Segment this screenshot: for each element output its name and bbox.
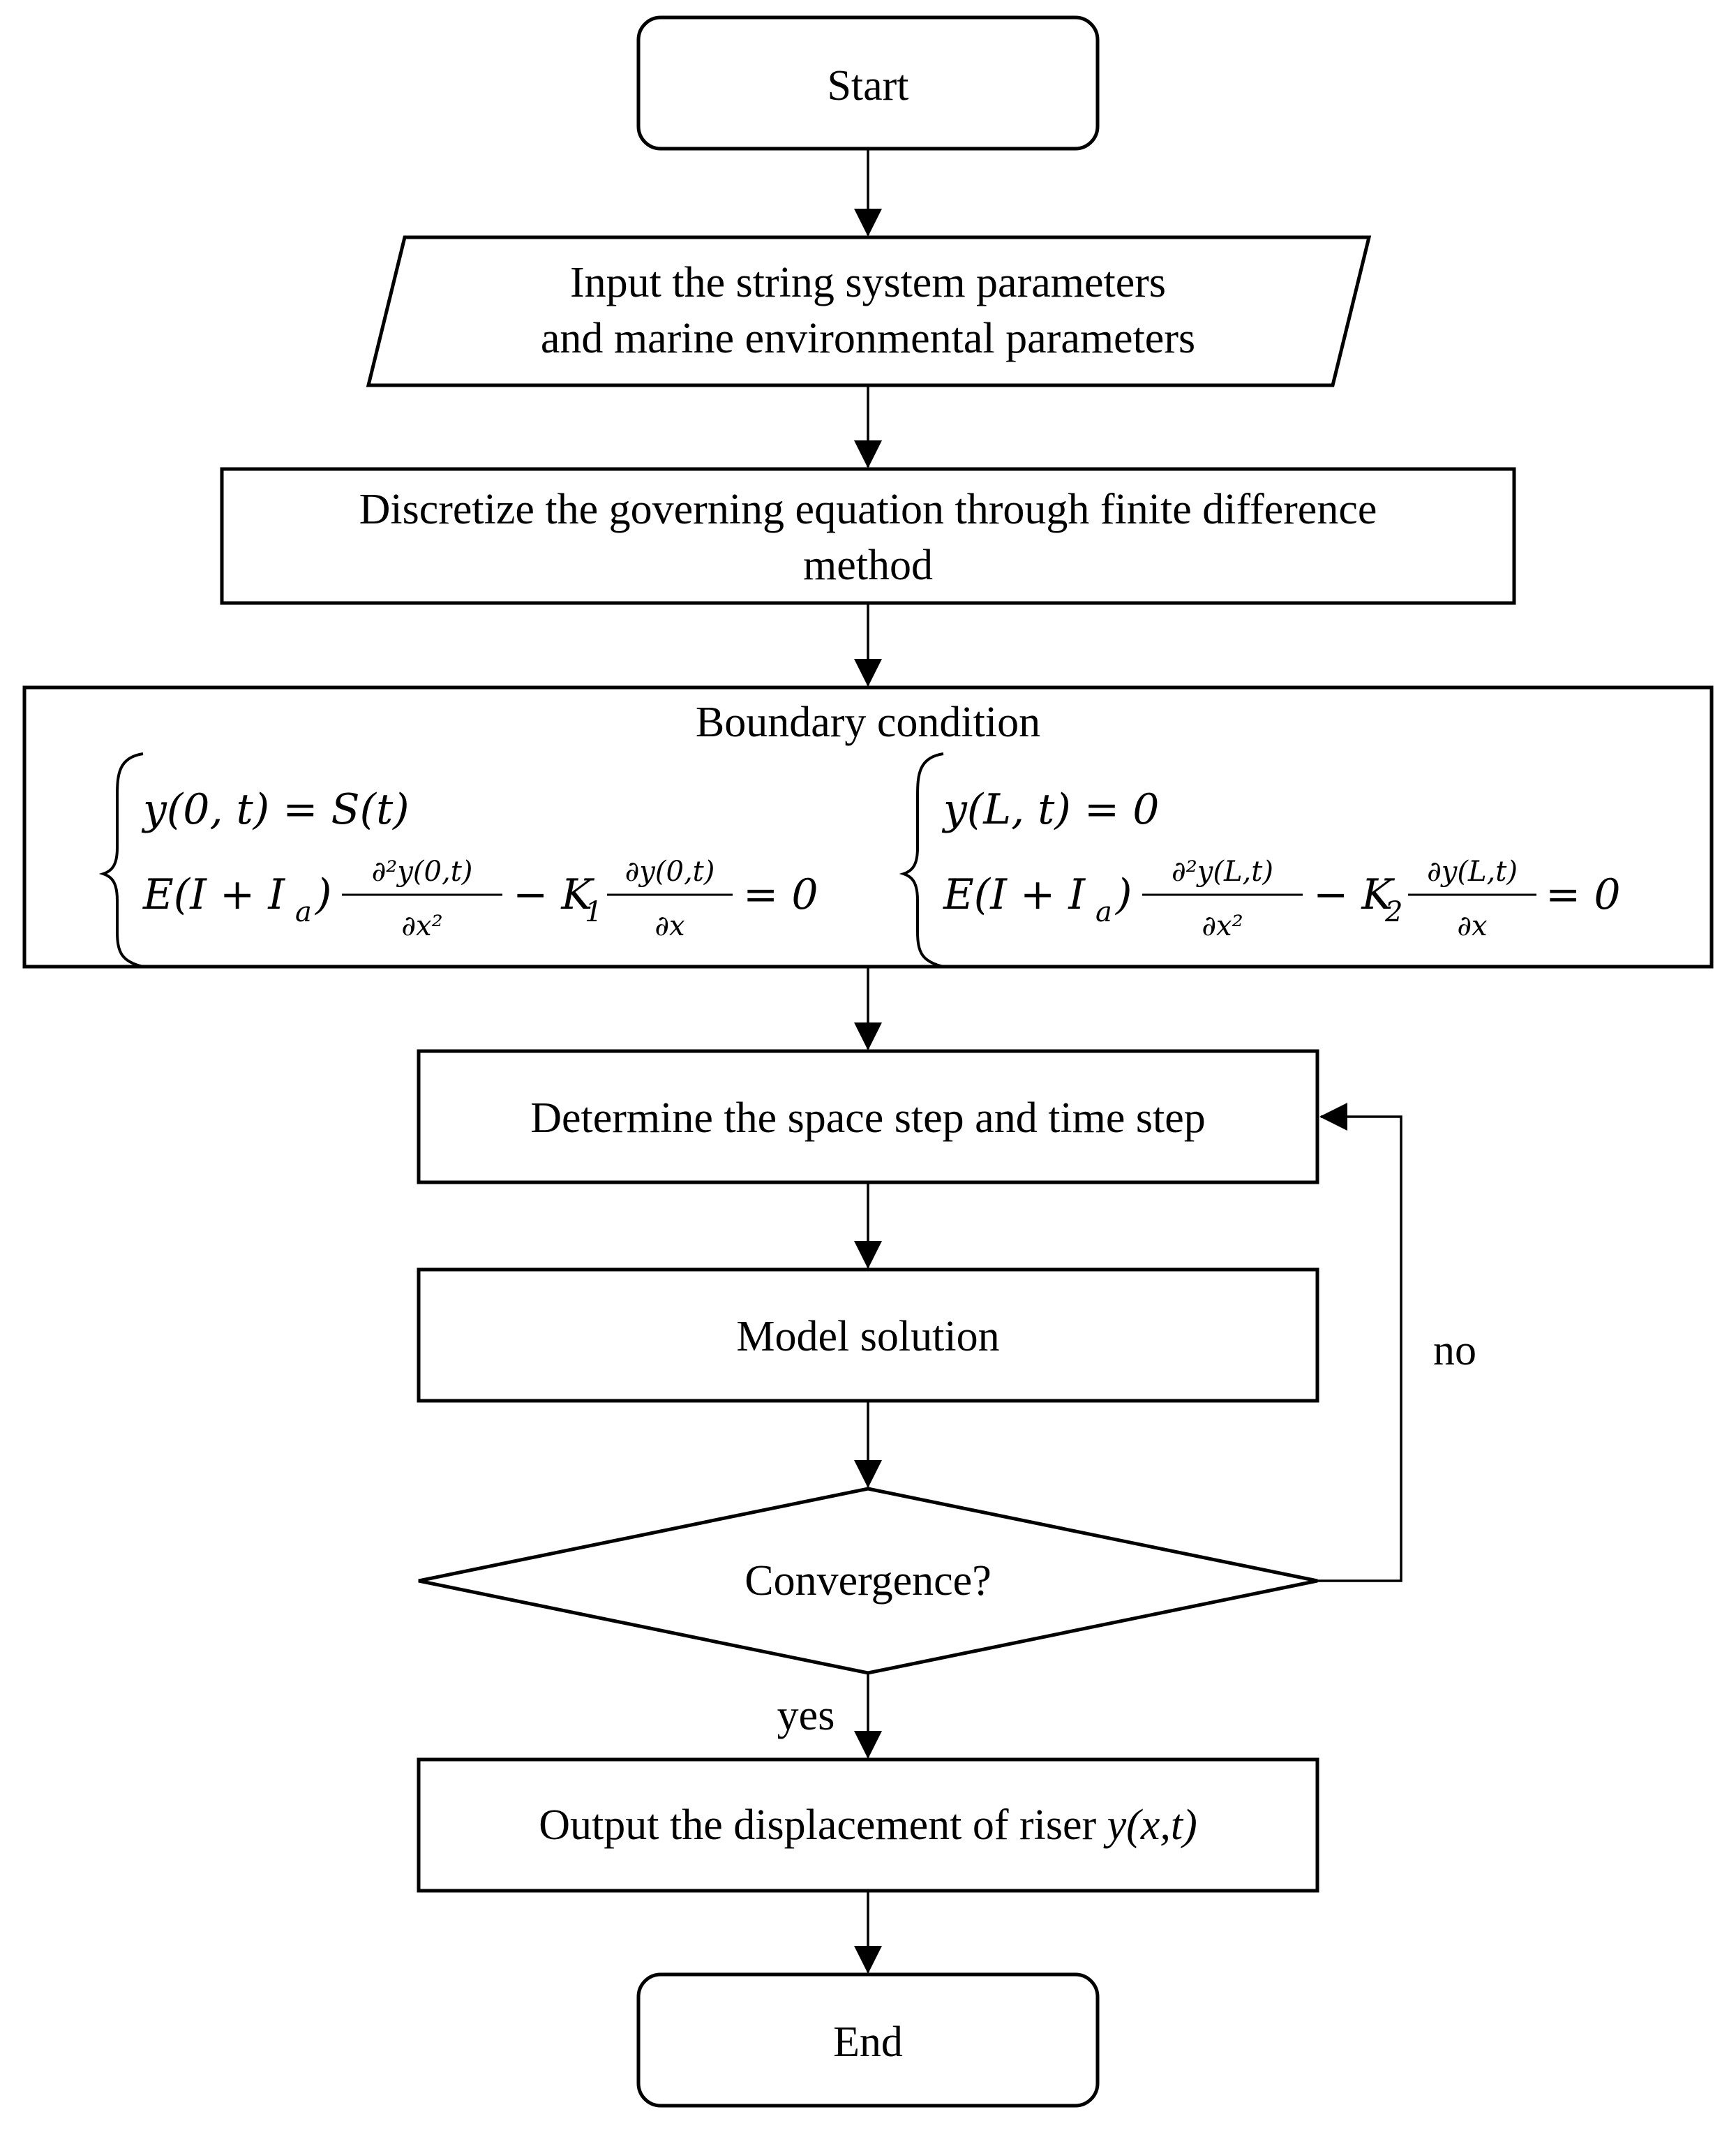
left-eq-zero: = 0 bbox=[743, 870, 818, 919]
right-k-sub: 2 bbox=[1384, 896, 1402, 928]
left-frac2-den: ∂x bbox=[654, 910, 684, 942]
determine-label: Determine the space step and time step bbox=[530, 1094, 1206, 1142]
output-label-prefix: Output the displacement of riser bbox=[539, 1801, 1107, 1849]
right-eq1: y(L, t) = 0 bbox=[941, 785, 1159, 834]
determine-node: Determine the space step and time step bbox=[417, 1049, 1319, 1184]
left-brace bbox=[98, 752, 144, 968]
left-frac2-num: ∂y(0,t) bbox=[625, 856, 715, 888]
left-k-sub: 1 bbox=[585, 896, 602, 928]
right-frac1-num: ∂²y(L,t) bbox=[1172, 856, 1273, 888]
discretize-label-line2: method bbox=[803, 542, 933, 589]
model-label: Model solution bbox=[736, 1313, 999, 1360]
left-eq1: y(0, t) = S(t) bbox=[141, 785, 410, 834]
left-frac1-den: ∂x² bbox=[401, 910, 442, 942]
convergence-label: Convergence? bbox=[744, 1557, 991, 1605]
left-eq2-sub: a bbox=[295, 896, 312, 928]
start-label: Start bbox=[827, 62, 908, 110]
input-label-line2: and marine environmental parameters bbox=[541, 315, 1195, 362]
right-eq2-lhs: E(I + I bbox=[943, 870, 1086, 919]
left-eq2-close: ) bbox=[314, 870, 331, 919]
discretize-label-line1: Discretize the governing equation throug… bbox=[359, 486, 1377, 533]
right-minus-k: − K bbox=[1313, 870, 1395, 919]
end-node: End bbox=[636, 1972, 1100, 2108]
boundary-node: Boundary condition y(0, t) = S(t) E(I + … bbox=[22, 685, 1714, 969]
discretize-node: Discretize the governing equation throug… bbox=[220, 467, 1516, 605]
output-node: Output the displacement of riser y(x,t) bbox=[417, 1757, 1319, 1893]
right-eq-zero: = 0 bbox=[1546, 870, 1621, 919]
right-frac2-num: ∂y(L,t) bbox=[1427, 856, 1518, 888]
start-node: Start bbox=[636, 15, 1100, 151]
boundary-title: Boundary condition bbox=[696, 699, 1040, 746]
input-node: Input the string system parameters and m… bbox=[366, 235, 1372, 387]
convergence-node: Convergence? bbox=[418, 1487, 1318, 1675]
right-frac1-den: ∂x² bbox=[1202, 910, 1243, 942]
right-eq2-close: ) bbox=[1114, 870, 1132, 919]
left-eq2-lhs: E(I + I bbox=[142, 870, 285, 919]
input-label-line1: Input the string system parameters bbox=[570, 259, 1166, 306]
end-label: End bbox=[833, 2018, 903, 2066]
right-brace bbox=[899, 752, 944, 968]
left-frac1-num: ∂²y(0,t) bbox=[372, 856, 473, 888]
edge-label-no: no bbox=[1433, 1327, 1476, 1374]
left-minus-k: − K bbox=[513, 870, 594, 919]
output-label-var: y(x,t) bbox=[1103, 1801, 1197, 1849]
output-label: Output the displacement of riser y(x,t) bbox=[539, 1801, 1197, 1849]
model-node: Model solution bbox=[417, 1267, 1319, 1403]
arrow-no-loop bbox=[1317, 1103, 1402, 1582]
right-frac2-den: ∂x bbox=[1457, 910, 1487, 942]
edge-label-yes: yes bbox=[777, 1692, 835, 1739]
right-eq2-sub: a bbox=[1095, 896, 1112, 928]
